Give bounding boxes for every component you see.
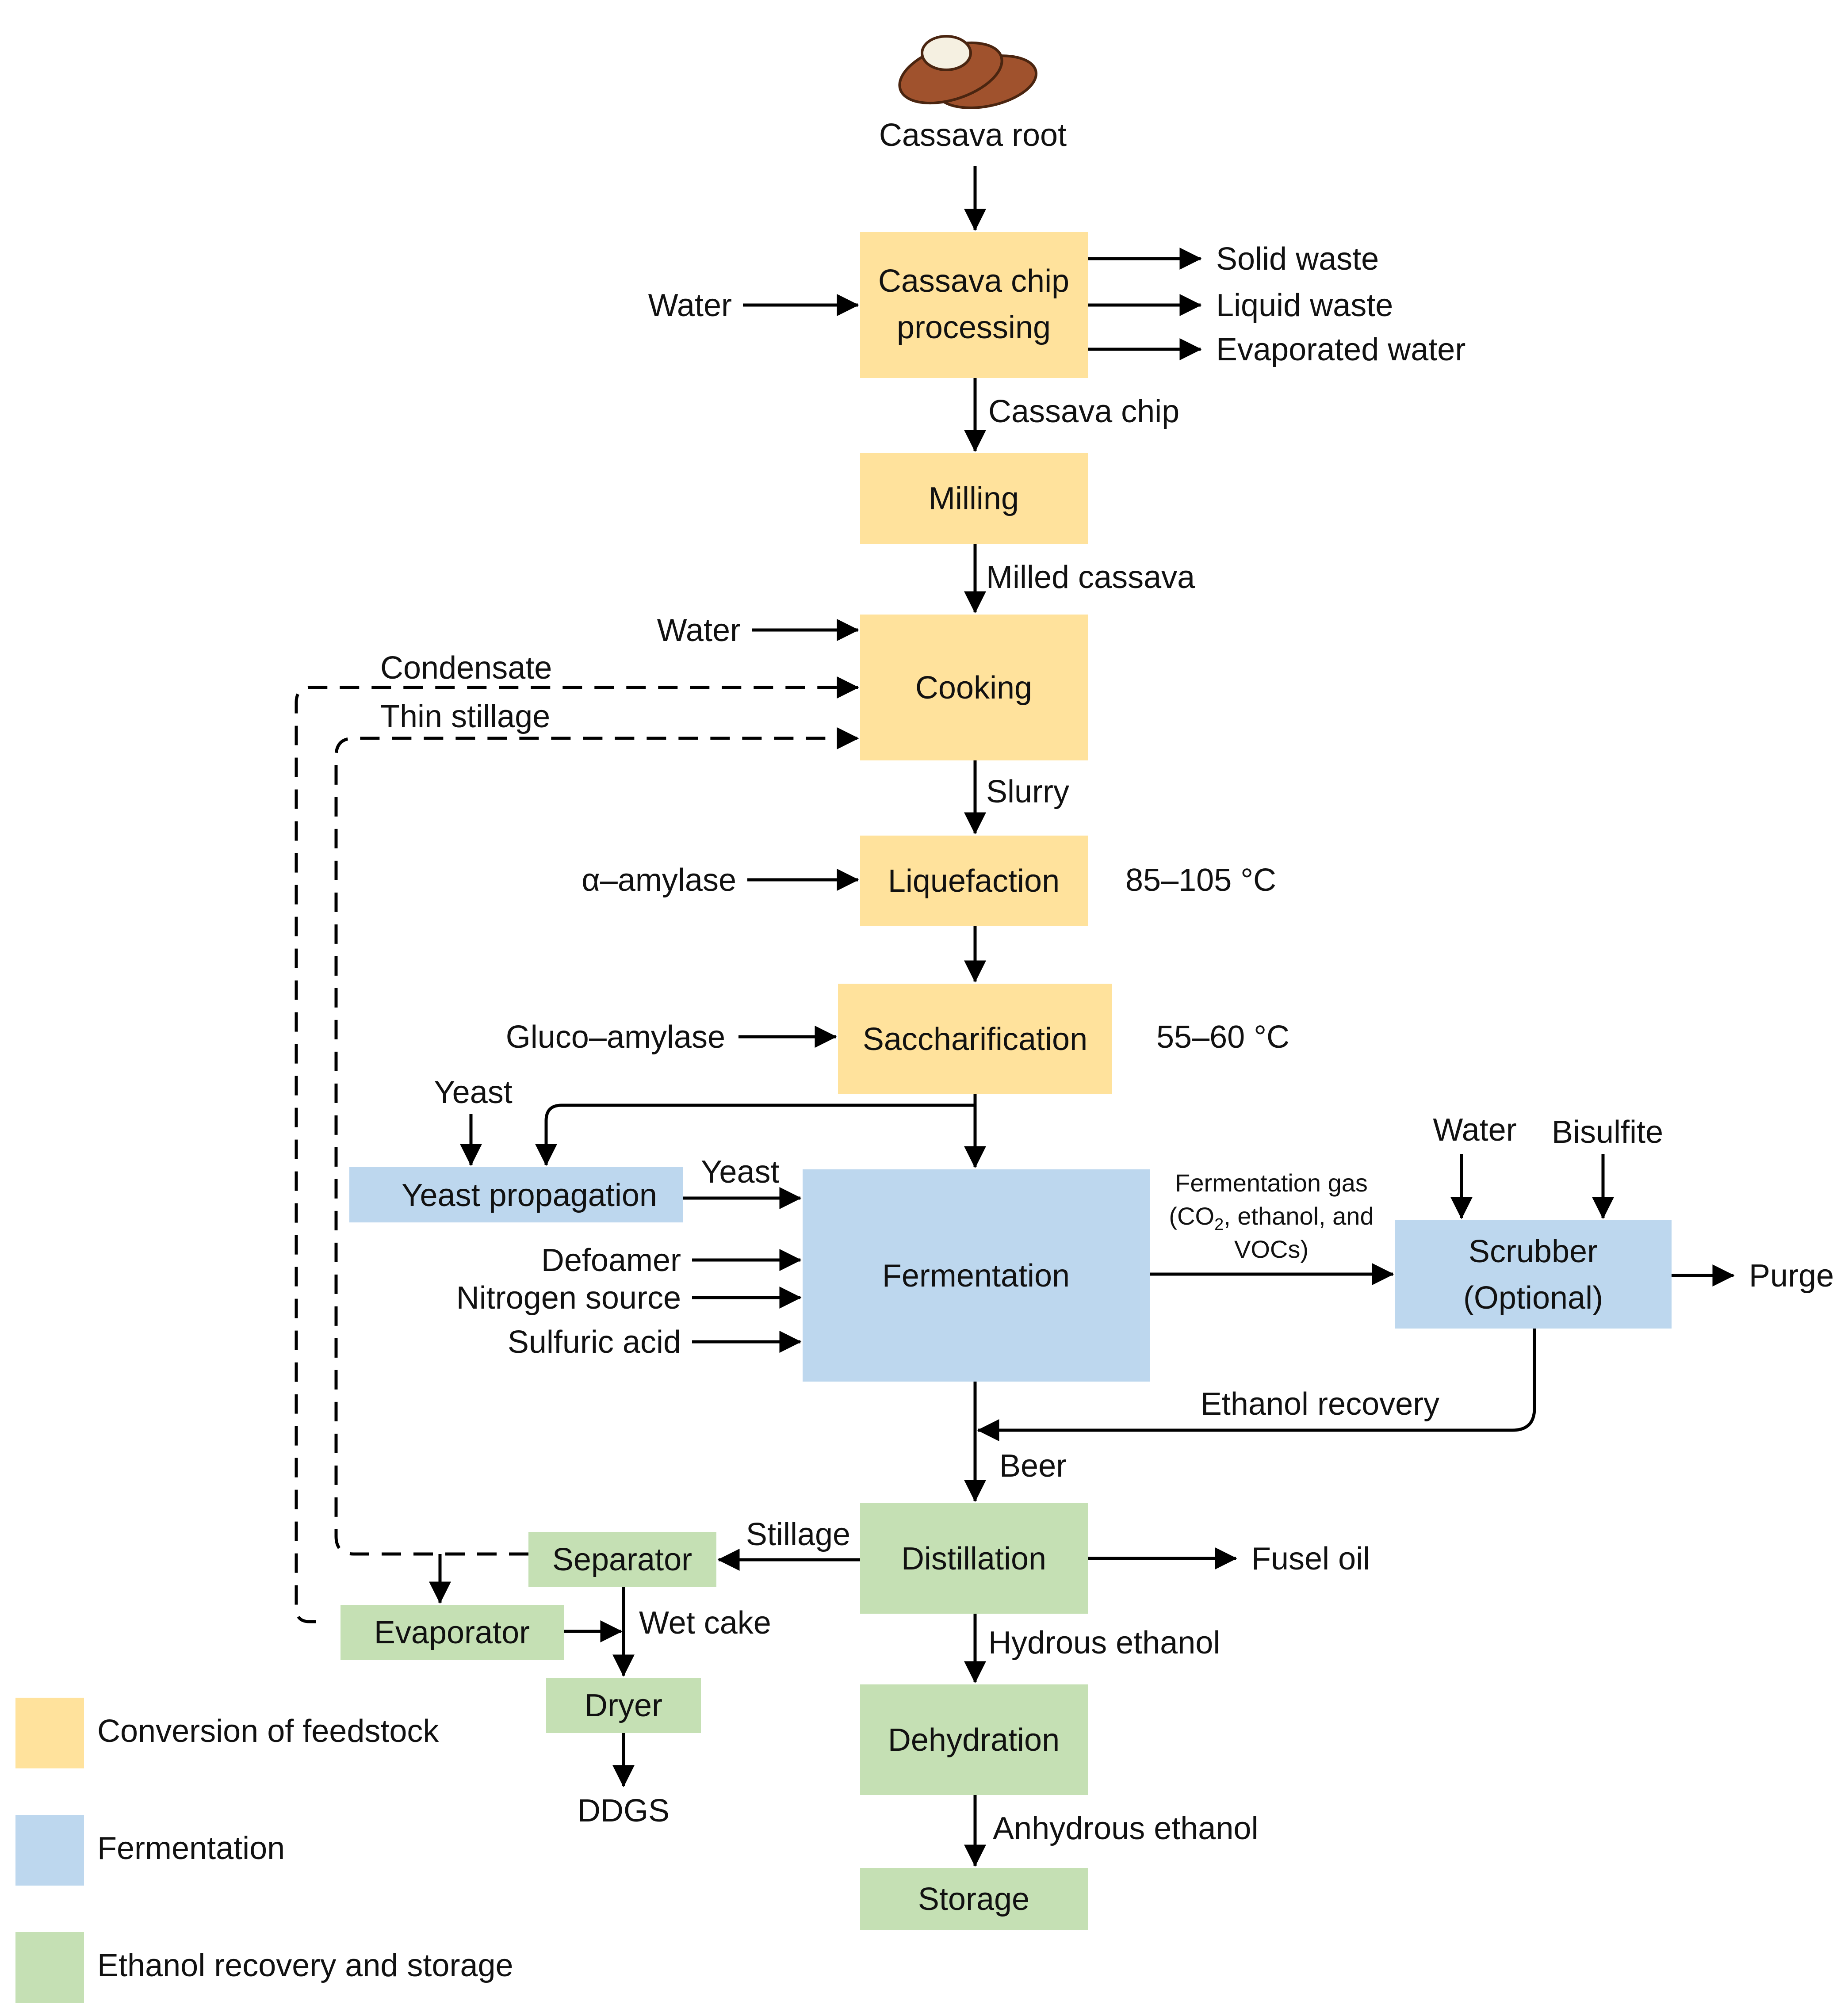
evaporator-label: Evaporator (374, 1615, 530, 1650)
cassava-chip-processing-label-1: Cassava chip (878, 263, 1069, 299)
purge-label: Purge (1749, 1258, 1834, 1294)
liquefaction-box (860, 836, 1088, 926)
fermentation-gas-label-2: (CO2, ethanol, and (1169, 1202, 1374, 1234)
liquefaction-temp-label: 85–105 °C (1125, 863, 1276, 898)
fermentation-gas-label-3: VOCs) (1234, 1235, 1309, 1263)
water-cooking-label: Water (657, 613, 741, 648)
storage-label: Storage (918, 1882, 1029, 1917)
legend: Conversion of feedstock Fermentation Eth… (15, 1698, 513, 2003)
dryer-box (546, 1678, 701, 1733)
saccharification-box (838, 984, 1112, 1094)
sulfuric-acid-label: Sulfuric acid (508, 1325, 681, 1360)
stillage-label: Stillage (746, 1517, 850, 1552)
liquefaction-label: Liquefaction (888, 863, 1060, 899)
cassava-root-icon (898, 35, 1038, 109)
ethanol-recovery-label: Ethanol recovery (1201, 1386, 1439, 1422)
legend-swatch-conversion (15, 1698, 84, 1768)
yeast-input-label: Yeast (434, 1075, 513, 1110)
yeast-output-label: Yeast (701, 1154, 780, 1190)
dehydration-label: Dehydration (888, 1722, 1060, 1758)
cassava-chip-processing-label-2: processing (897, 310, 1051, 345)
defoamer-label: Defoamer (541, 1243, 681, 1278)
condensate-label: Condensate (380, 650, 552, 686)
legend-conversion-label: Conversion of feedstock (97, 1714, 439, 1749)
solid-waste-label: Solid waste (1216, 241, 1379, 277)
slurry-label: Slurry (986, 774, 1069, 809)
dryer-label: Dryer (585, 1688, 662, 1723)
separator-label: Separator (552, 1542, 692, 1577)
beer-label: Beer (999, 1448, 1067, 1484)
nitrogen-source-label: Nitrogen source (456, 1280, 681, 1316)
evaporated-water-label: Evaporated water (1216, 332, 1465, 367)
yeast-propagation-box (349, 1167, 683, 1222)
scrubber-box (1395, 1220, 1672, 1329)
distillation-label: Distillation (901, 1541, 1046, 1577)
evaporator-box (341, 1605, 564, 1660)
legend-swatch-recovery (15, 1932, 84, 2003)
legend-swatch-fermentation (15, 1815, 84, 1886)
fusel-oil-label: Fusel oil (1251, 1541, 1370, 1577)
bisulfite-label: Bisulfite (1552, 1115, 1663, 1150)
liquid-waste-label: Liquid waste (1216, 288, 1393, 323)
yeast-propagation-label: Yeast propagation (402, 1178, 657, 1213)
alpha-amylase-label: α–amylase (582, 863, 736, 898)
saccharification-label: Saccharification (863, 1022, 1087, 1057)
milled-cassava-label: Milled cassava (986, 560, 1195, 595)
fermentation-gas-label-1: Fermentation gas (1175, 1169, 1368, 1197)
milling-label: Milling (929, 481, 1019, 516)
anhydrous-ethanol-label: Anhydrous ethanol (993, 1811, 1258, 1846)
scrubber-label-2: (Optional) (1463, 1280, 1603, 1316)
cassava-chip-label: Cassava chip (988, 394, 1179, 429)
dehydration-box (860, 1684, 1088, 1795)
water-scrubber-label: Water (1433, 1112, 1516, 1148)
cooking-label: Cooking (915, 670, 1032, 706)
arrow-saccharification-to-yeast-propagation (535, 1103, 975, 1166)
water-chip-label: Water (648, 288, 732, 323)
scrubber-label-1: Scrubber (1469, 1234, 1598, 1269)
saccharification-temp-label: 55–60 °C (1156, 1019, 1289, 1055)
thin-stillage-label: Thin stillage (380, 699, 550, 734)
fermentation-label: Fermentation (882, 1258, 1070, 1294)
distillation-box (860, 1503, 1088, 1614)
ethanol-recovery-line (977, 1329, 1536, 1441)
cooking-box (860, 615, 1088, 760)
legend-recovery-label: Ethanol recovery and storage (97, 1948, 513, 1983)
cassava-chip-processing-box (860, 232, 1088, 378)
separator-box (528, 1532, 716, 1587)
gluco-amylase-label: Gluco–amylase (506, 1019, 725, 1055)
thin-stillage-recycle-line (334, 727, 859, 1556)
storage-box (860, 1868, 1088, 1930)
condensate-recycle-line (295, 676, 859, 1623)
wet-cake-label: Wet cake (639, 1605, 771, 1641)
legend-fermentation-label: Fermentation (97, 1831, 285, 1866)
ddgs-label: DDGS (578, 1793, 670, 1829)
fermentation-box (803, 1169, 1150, 1382)
milling-box (860, 453, 1088, 544)
cassava-root-label: Cassava root (879, 118, 1067, 153)
hydrous-ethanol-label: Hydrous ethanol (988, 1625, 1220, 1661)
